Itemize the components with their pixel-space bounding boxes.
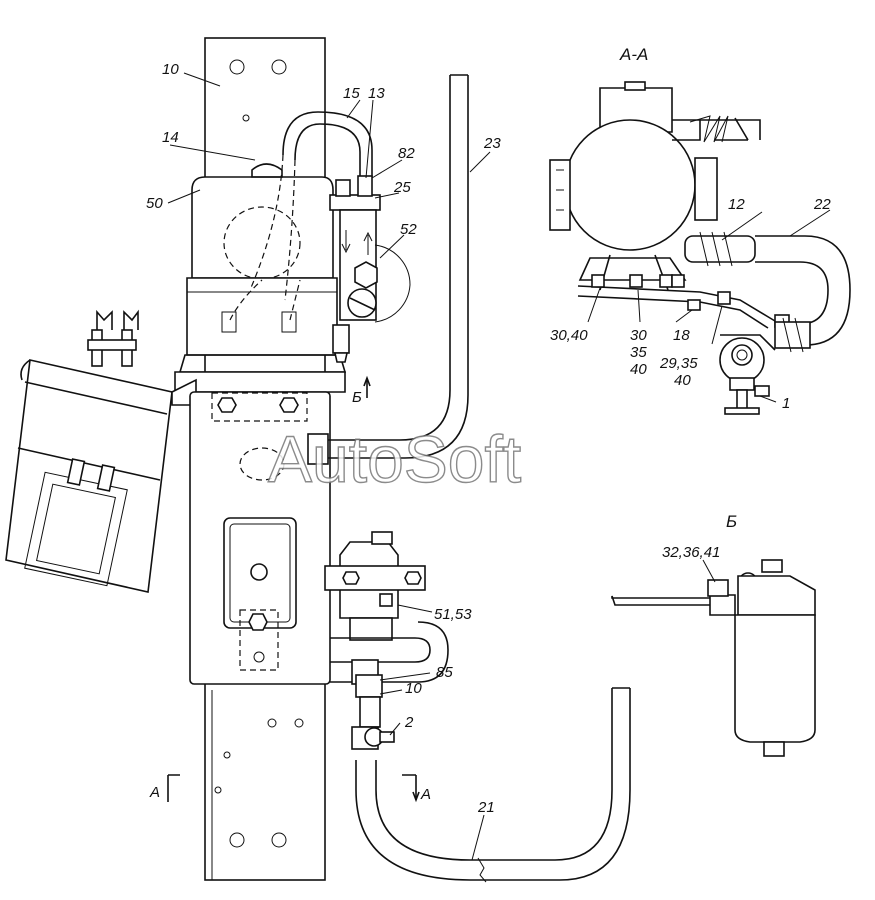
- hose-21: [351, 674, 631, 883]
- leader-lines: [167, 72, 831, 861]
- callout-2: 2: [404, 714, 414, 731]
- callout-40-a: 40: [630, 361, 647, 378]
- callout-82: 82: [398, 145, 415, 162]
- callout-1: 1: [782, 395, 790, 412]
- callout-35: 35: [630, 344, 647, 361]
- callout-22: 22: [813, 196, 831, 213]
- heater-51-53: [324, 531, 449, 685]
- callout-21: 21: [477, 799, 495, 816]
- clamp-12: [684, 231, 756, 267]
- fuel-filter-left: [5, 309, 197, 593]
- tank-body: [189, 391, 331, 685]
- callout-18: 18: [673, 327, 690, 344]
- callout-a-left: A: [149, 784, 160, 801]
- callout-51-53: 51,53: [434, 606, 472, 623]
- callout-b-arrow: Б: [352, 389, 362, 406]
- watermark-text: AutoSoft: [268, 422, 521, 496]
- hose-22: [755, 235, 851, 353]
- callout-40-b: 40: [674, 372, 691, 389]
- section-title-b: Б: [726, 512, 737, 531]
- callout-13: 13: [368, 85, 385, 102]
- callout-50: 50: [146, 195, 163, 212]
- callout-a-right: A: [420, 786, 431, 803]
- callout-14: 14: [162, 129, 179, 146]
- filter-housing-50: [174, 163, 347, 393]
- callout-25: 25: [393, 179, 411, 196]
- callout-10-bottom: 10: [405, 680, 422, 697]
- section-markers: [167, 375, 420, 803]
- callout-15: 15: [343, 85, 360, 102]
- section-title-a-a: A-A: [619, 45, 648, 64]
- callout-12: 12: [728, 196, 745, 213]
- callout-52: 52: [400, 221, 417, 238]
- valve-1: [719, 334, 776, 415]
- spring-coil-top: [689, 115, 729, 143]
- valve-assembly-25: [329, 175, 411, 363]
- callout-32-36-41: 32,36,41: [662, 544, 720, 561]
- callout-30: 30: [630, 327, 647, 344]
- callout-30-40: 30,40: [550, 327, 588, 344]
- section-a-a-view: [549, 81, 851, 415]
- callout-10-top: 10: [162, 61, 179, 78]
- callout-29-35: 29,35: [659, 355, 698, 372]
- callout-85: 85: [436, 664, 453, 681]
- hose-23: [307, 74, 469, 465]
- callout-23: 23: [483, 135, 501, 152]
- section-b-view: [611, 559, 816, 757]
